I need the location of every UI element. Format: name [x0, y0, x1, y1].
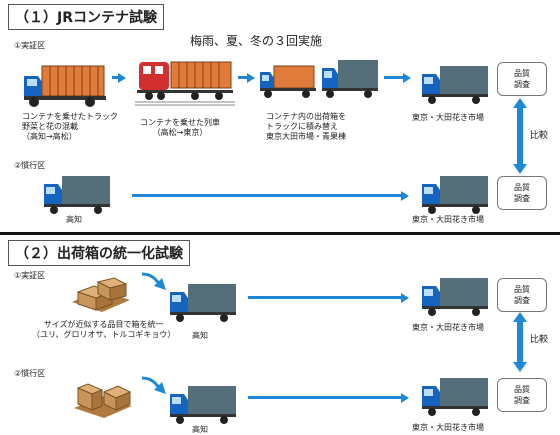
cardboard-boxes-icon [74, 383, 132, 418]
section2-region-conv: ②慣行区 [14, 369, 46, 378]
flow-line [384, 76, 404, 79]
truck-icon [422, 278, 488, 316]
dest-label: 東京・大田花き市場 [412, 113, 484, 122]
container-truck-icon [260, 65, 316, 98]
flow-line [112, 76, 120, 79]
quality-check-box: 品質 調査 [497, 176, 547, 210]
truck-icon [44, 176, 110, 214]
dest-label: 東京・大田花き市場 [412, 323, 484, 332]
arrow-right-icon [401, 393, 409, 403]
origin-label: 高知 [192, 331, 208, 340]
caption-truck-container: コンテナを乗せたトラック 野菜と花の混載 （高知→高松） [22, 112, 118, 141]
quality-check-box: 品質 調査 [497, 62, 547, 96]
section1-region-test: ①実証区 [14, 41, 46, 50]
flow-line [238, 76, 248, 79]
section1-title: （１）JRコンテナ試験 [8, 4, 164, 30]
flow-line [248, 296, 402, 299]
section-divider [0, 232, 560, 235]
section1-region-conv: ②慣行区 [14, 161, 46, 170]
origin-label: 高知 [192, 425, 208, 434]
container-truck-icon [24, 65, 106, 107]
double-arrow-icon [513, 98, 527, 174]
truck-icon [170, 284, 236, 322]
double-arrow-icon [513, 312, 527, 372]
compare-label: 比較 [530, 335, 549, 345]
origin-label: 高知 [66, 215, 82, 224]
arrow-right-icon [247, 73, 255, 83]
caption-boxes: サイズが近似する品目で箱を統一 （ユリ、グロリオサ、トルコギキョウ） [32, 320, 176, 339]
curved-arrow-icon [141, 376, 166, 394]
truck-icon [170, 386, 236, 424]
arrow-right-icon [118, 73, 126, 83]
section1-note: 梅雨、夏、冬の３回実施 [190, 34, 323, 48]
truck-icon [422, 66, 488, 104]
truck-icon [422, 378, 488, 416]
arrow-right-icon [403, 73, 411, 83]
freight-train-icon [135, 61, 235, 106]
truck-icon [322, 60, 378, 98]
arrow-right-icon [401, 293, 409, 303]
dest-label: 東京・大田花き市場 [412, 423, 484, 432]
quality-check-box: 品質 調査 [497, 378, 547, 412]
arrow-right-icon [401, 191, 409, 201]
truck-icon [422, 176, 488, 214]
caption-train: コンテナを乗せた列車 （高松→東京） [140, 118, 220, 137]
flow-line [248, 396, 402, 399]
curved-arrow-icon [141, 272, 166, 290]
section2-title: （２）出荷箱の統一化試験 [8, 240, 190, 266]
cardboard-boxes-icon [72, 277, 130, 312]
section2-region-test: ①実証区 [14, 271, 46, 280]
quality-check-box: 品質 調査 [497, 278, 547, 312]
dest-label: 東京・大田花き市場 [412, 215, 484, 224]
caption-transfer: コンテナ内の出荷箱を トラックに積み替え 東京大田市場・青果棟 [266, 112, 346, 141]
flow-line [132, 194, 402, 197]
compare-label: 比較 [530, 131, 549, 141]
